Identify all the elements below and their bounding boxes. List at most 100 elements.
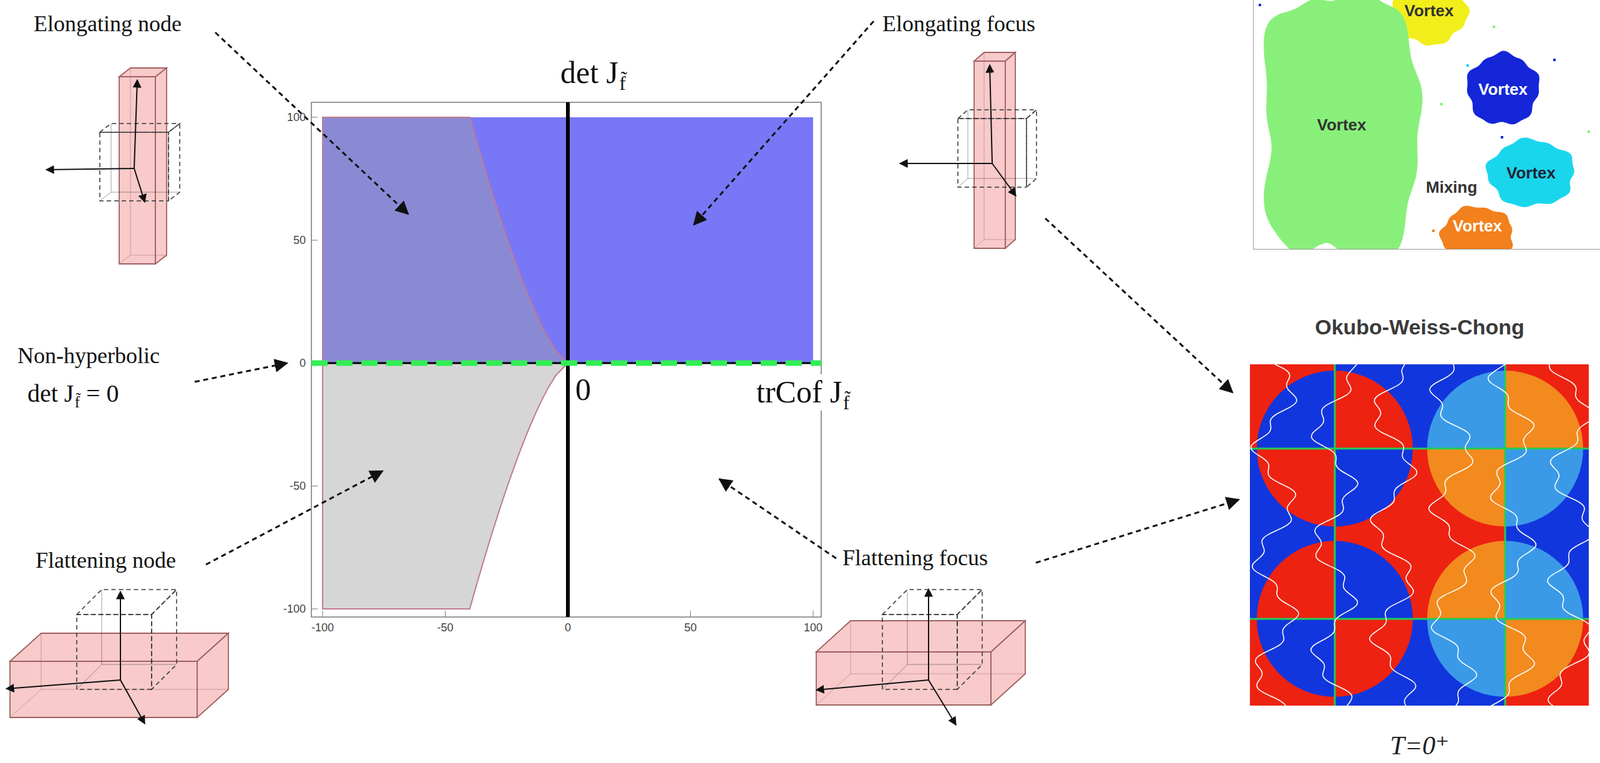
tick	[311, 117, 318, 118]
annotation-label: -50	[289, 479, 306, 493]
region-label: Vortex	[1452, 217, 1503, 236]
leader-arrow	[215, 32, 409, 215]
hidden-edge	[101, 589, 177, 665]
vortex-panel: VortexVortexVortexVortexVortexMixing	[1253, 0, 1600, 250]
hidden-edge	[984, 52, 1016, 240]
reference-cube	[76, 589, 177, 615]
reference-cube	[151, 589, 177, 690]
map-quadrant	[1427, 370, 1506, 449]
label-group: Elongating node	[33, 11, 182, 37]
region-label: Vortex	[1317, 116, 1367, 135]
tick	[322, 610, 324, 618]
map-quadrant	[1256, 448, 1335, 527]
label-group: 50	[683, 621, 697, 635]
axis-arrow	[927, 589, 930, 681]
map-cell	[1334, 619, 1506, 706]
region-label: Vortex	[1506, 164, 1556, 183]
box-figure	[46, 68, 180, 264]
annotation-label: Non-hyperbolic	[17, 343, 160, 369]
contour-line	[1251, 364, 1299, 706]
vortex-fill	[1439, 205, 1513, 250]
deformed-box	[816, 620, 1026, 653]
horizontal-axis	[311, 362, 822, 365]
grid-line	[1334, 364, 1337, 706]
contour-line	[1547, 364, 1589, 706]
okubo-weiss-map	[1248, 312, 1592, 762]
label-group: -50	[436, 621, 454, 635]
annotation-label: -100	[283, 602, 306, 616]
annotation-label: Elongating node	[33, 11, 182, 37]
map-cell	[1249, 364, 1335, 449]
label-group: 0	[575, 371, 591, 409]
leader-arrow	[693, 21, 874, 225]
deformed-box	[197, 633, 229, 718]
deformed-box	[155, 68, 167, 264]
tick	[311, 240, 318, 241]
label-group: -50	[289, 479, 306, 493]
hidden-edge	[850, 620, 1026, 674]
axis-arrow	[6, 680, 121, 689]
leader-arrow	[1035, 499, 1239, 563]
axis-arrow	[989, 64, 993, 164]
box-figure	[6, 589, 229, 724]
hidden-edge	[41, 633, 229, 690]
region-label: Vortex	[1478, 80, 1528, 99]
annotation-label: 0	[299, 356, 306, 370]
label-group: trCof Jf̃	[753, 374, 852, 411]
tick	[813, 610, 814, 618]
label-group: det Jf̃	[560, 54, 626, 92]
grid-line	[1504, 364, 1507, 706]
label-group: det Jf̃= 0	[27, 379, 120, 409]
map-quadrant	[1427, 448, 1506, 527]
axis-arrow	[120, 680, 145, 724]
reference-cube	[957, 109, 1037, 119]
label-group: 100	[287, 111, 306, 125]
hidden-edge	[967, 109, 1037, 179]
deformation-illustrations	[6, 52, 1037, 726]
vortex-fill	[1485, 137, 1575, 208]
contour-line	[1429, 364, 1478, 706]
leader-lines	[194, 21, 1239, 565]
box-figure	[816, 589, 1026, 726]
axis-arrow	[119, 591, 122, 681]
axis-arrow	[134, 79, 138, 169]
annotation-label: 0	[564, 621, 571, 635]
tick	[311, 609, 318, 610]
annotation-label: -100	[311, 621, 334, 635]
flattening-node-region	[322, 363, 568, 610]
hidden-edge	[957, 178, 968, 188]
vortex-region: Vortex	[1464, 51, 1542, 128]
box-figure	[899, 52, 1037, 249]
annotation-label: trCof J	[756, 374, 843, 410]
noise-dot	[1587, 130, 1591, 133]
hidden-edge	[76, 664, 102, 690]
contour-line	[1488, 364, 1537, 706]
okubo-weiss-chong-panel: Okubo-Weiss-ChongT=0⁺	[1248, 312, 1592, 762]
axis-arrow	[992, 163, 1016, 196]
reference-cube	[882, 614, 958, 690]
map-quadrant	[1256, 541, 1335, 620]
axis-arrow	[899, 162, 993, 165]
subscript: f̃	[74, 393, 80, 412]
tick	[311, 486, 318, 487]
label-group: 100	[803, 621, 823, 635]
axis-arrow	[928, 680, 957, 726]
map-quadrant	[1334, 541, 1413, 620]
reference-cube	[882, 589, 983, 615]
deformed-box	[974, 61, 1006, 249]
axis-arrow	[46, 168, 135, 170]
hidden-edge	[9, 689, 42, 718]
leader-arrow	[194, 363, 288, 382]
deformed-box	[9, 633, 229, 662]
deformed-box	[990, 620, 1026, 706]
label-group: -100	[283, 602, 306, 616]
map-quadrant	[1256, 370, 1335, 449]
noise-dot	[1466, 64, 1469, 67]
annotation-label: det J	[27, 379, 74, 408]
region-label: Mixing	[1425, 178, 1478, 197]
label-group: 50	[293, 234, 306, 248]
map-cell	[1334, 364, 1506, 449]
label-group: 0	[299, 356, 306, 371]
reference-cube	[76, 614, 152, 690]
